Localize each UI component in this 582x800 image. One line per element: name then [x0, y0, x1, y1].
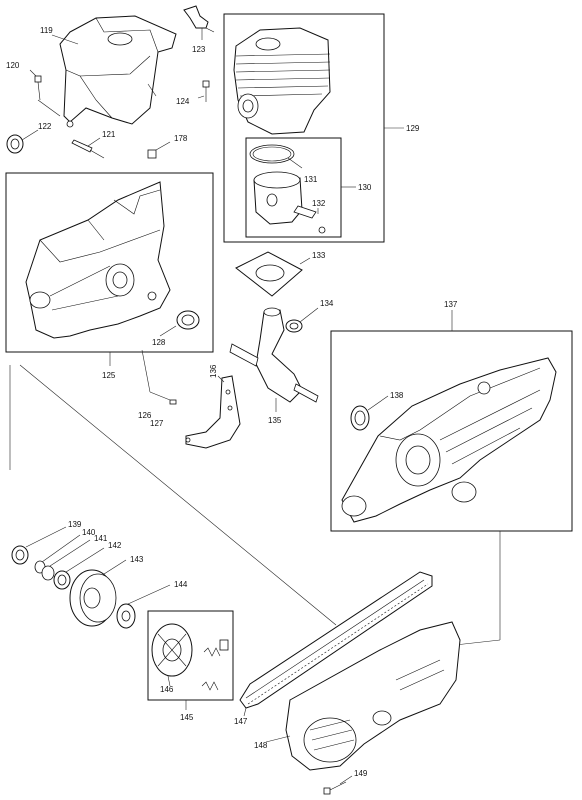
label-145: 145: [180, 713, 194, 722]
label-124: 124: [176, 97, 190, 106]
crankcase-group-box: [5, 172, 214, 353]
label-144: 144: [174, 580, 188, 589]
screw-149-part: [323, 781, 347, 795]
washer-139-part: [11, 545, 29, 565]
label-138: 138: [390, 391, 404, 400]
plate-136-part: [185, 375, 241, 449]
label-178: 178: [174, 134, 188, 143]
label-132: 132: [312, 199, 326, 208]
clutch-spring-146-part: [201, 639, 229, 691]
pulley-143-part: [69, 569, 117, 627]
label-141: 141: [94, 534, 108, 543]
label-131: 131: [304, 175, 318, 184]
guide-line: [19, 364, 337, 626]
label-139: 139: [68, 520, 82, 529]
arm-group-box: [330, 330, 573, 532]
belt-guard-148-part: [285, 621, 461, 771]
screw-120-part: [34, 75, 61, 117]
arm-137-part: [341, 357, 557, 523]
label-128: 128: [152, 338, 166, 347]
label-137: 137: [444, 300, 458, 309]
piston-group-box: [245, 137, 342, 238]
label-135: 135: [268, 416, 282, 425]
belt-147-part: [239, 571, 433, 709]
label-129: 129: [406, 124, 420, 133]
label-122: 122: [38, 122, 52, 131]
needle-bearing-134-part: [285, 319, 303, 333]
bolt-121-part: [71, 139, 105, 159]
gasket-133-part: [235, 251, 303, 297]
label-127: 127: [150, 419, 164, 428]
oil-seal-138-part: [350, 405, 370, 431]
label-147: 147: [234, 717, 248, 726]
label-123: 123: [192, 45, 206, 54]
cylinder-129-part: [233, 27, 331, 135]
label-136: 136: [209, 364, 218, 378]
crankshaft-135-part: [229, 307, 319, 403]
screw-124-part: [202, 80, 210, 102]
part-labels: 119 120 122 121 178 123 124 129 130 131 …: [6, 26, 458, 778]
label-120: 120: [6, 61, 20, 70]
washer-141-part: [41, 565, 55, 581]
bearing-142-part: [53, 570, 71, 590]
label-133: 133: [312, 251, 326, 260]
clutch-145-part: [151, 623, 193, 677]
guide-line: [454, 639, 501, 646]
label-121: 121: [102, 130, 116, 139]
label-143: 143: [130, 555, 144, 564]
clutch-group-box: [147, 610, 234, 701]
piston-pin-132-part: [293, 205, 326, 234]
label-149: 149: [354, 769, 368, 778]
crankcase-125-part: [25, 181, 171, 339]
label-119: 119: [40, 26, 53, 35]
label-140: 140: [82, 528, 96, 537]
top-cover-part: [59, 15, 177, 128]
pin-178-part: [147, 149, 157, 159]
washer-144-part: [116, 603, 136, 629]
oil-seal-128-part: [176, 310, 200, 330]
label-134: 134: [320, 299, 334, 308]
label-130: 130: [358, 183, 372, 192]
label-125: 125: [102, 371, 116, 380]
oil-seal-122-part: [6, 134, 24, 154]
spark-plug-123-part: [183, 5, 215, 33]
label-148: 148: [254, 741, 268, 750]
piston-130-part: [253, 171, 303, 225]
label-126: 126: [138, 411, 152, 420]
label-146: 146: [160, 685, 174, 694]
piston-ring-131-part: [249, 144, 295, 164]
leader-lines: [21, 28, 453, 785]
label-142: 142: [108, 541, 122, 550]
pin-126-part: [169, 399, 177, 405]
